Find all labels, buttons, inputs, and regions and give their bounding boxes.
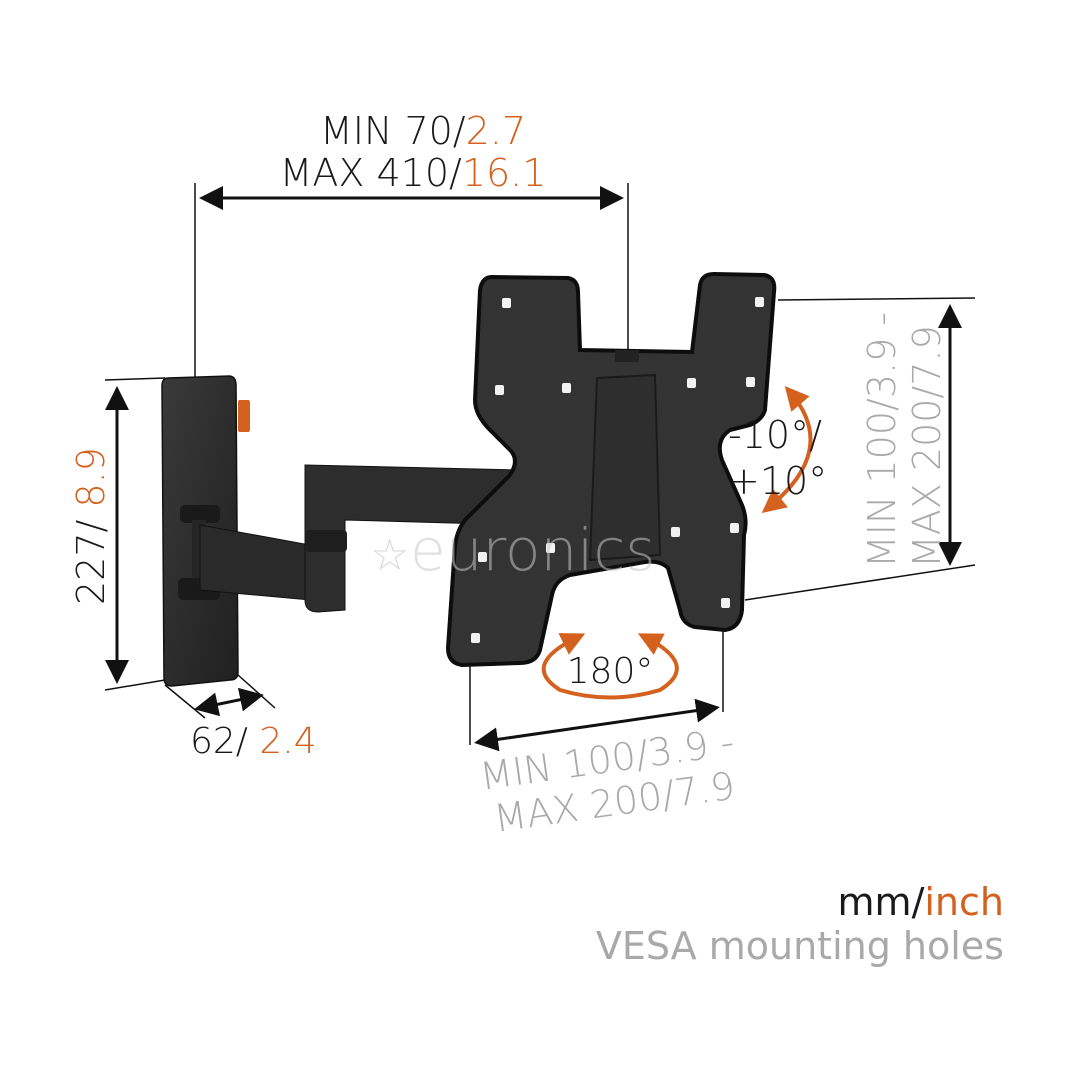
unit-legend: mm/inch bbox=[838, 880, 1004, 924]
depth-dimension-arrow bbox=[194, 687, 264, 717]
tv-interface-plate bbox=[445, 271, 777, 668]
vesa-holes bbox=[471, 297, 764, 643]
vesa-horizontal-arrow bbox=[474, 698, 720, 752]
height-label: 227/ 8.9 bbox=[69, 447, 113, 605]
width-max-label: MAX 410/16.1 bbox=[280, 151, 547, 195]
watermark: ☆ euronics bbox=[370, 516, 655, 584]
vesa-vertical-line1: MIN 100/3.9 - bbox=[860, 312, 904, 568]
unit-mm: mm/ bbox=[837, 880, 925, 924]
star-icon: ☆ bbox=[370, 531, 409, 580]
unit-inch: inch bbox=[924, 880, 1004, 924]
vesa-legend: VESA mounting holes bbox=[595, 924, 1004, 968]
swing-arm bbox=[199, 464, 521, 613]
tilt-arrow-icon bbox=[761, 385, 813, 514]
svg-text:euronics: euronics bbox=[410, 516, 655, 584]
tilt-label-line2: +10° bbox=[728, 459, 827, 503]
width-min-label: MIN 70/2.7 bbox=[320, 109, 526, 153]
brand-tag bbox=[238, 400, 250, 432]
swivel-arrow-icon bbox=[541, 633, 679, 700]
depth-label: 62/ 2.4 bbox=[190, 721, 317, 762]
vesa-vertical-line2: MAX 200/7.9 bbox=[905, 325, 949, 568]
tilt-label-line1: -10°/ bbox=[728, 413, 822, 457]
swivel-label: 180° bbox=[567, 651, 654, 692]
